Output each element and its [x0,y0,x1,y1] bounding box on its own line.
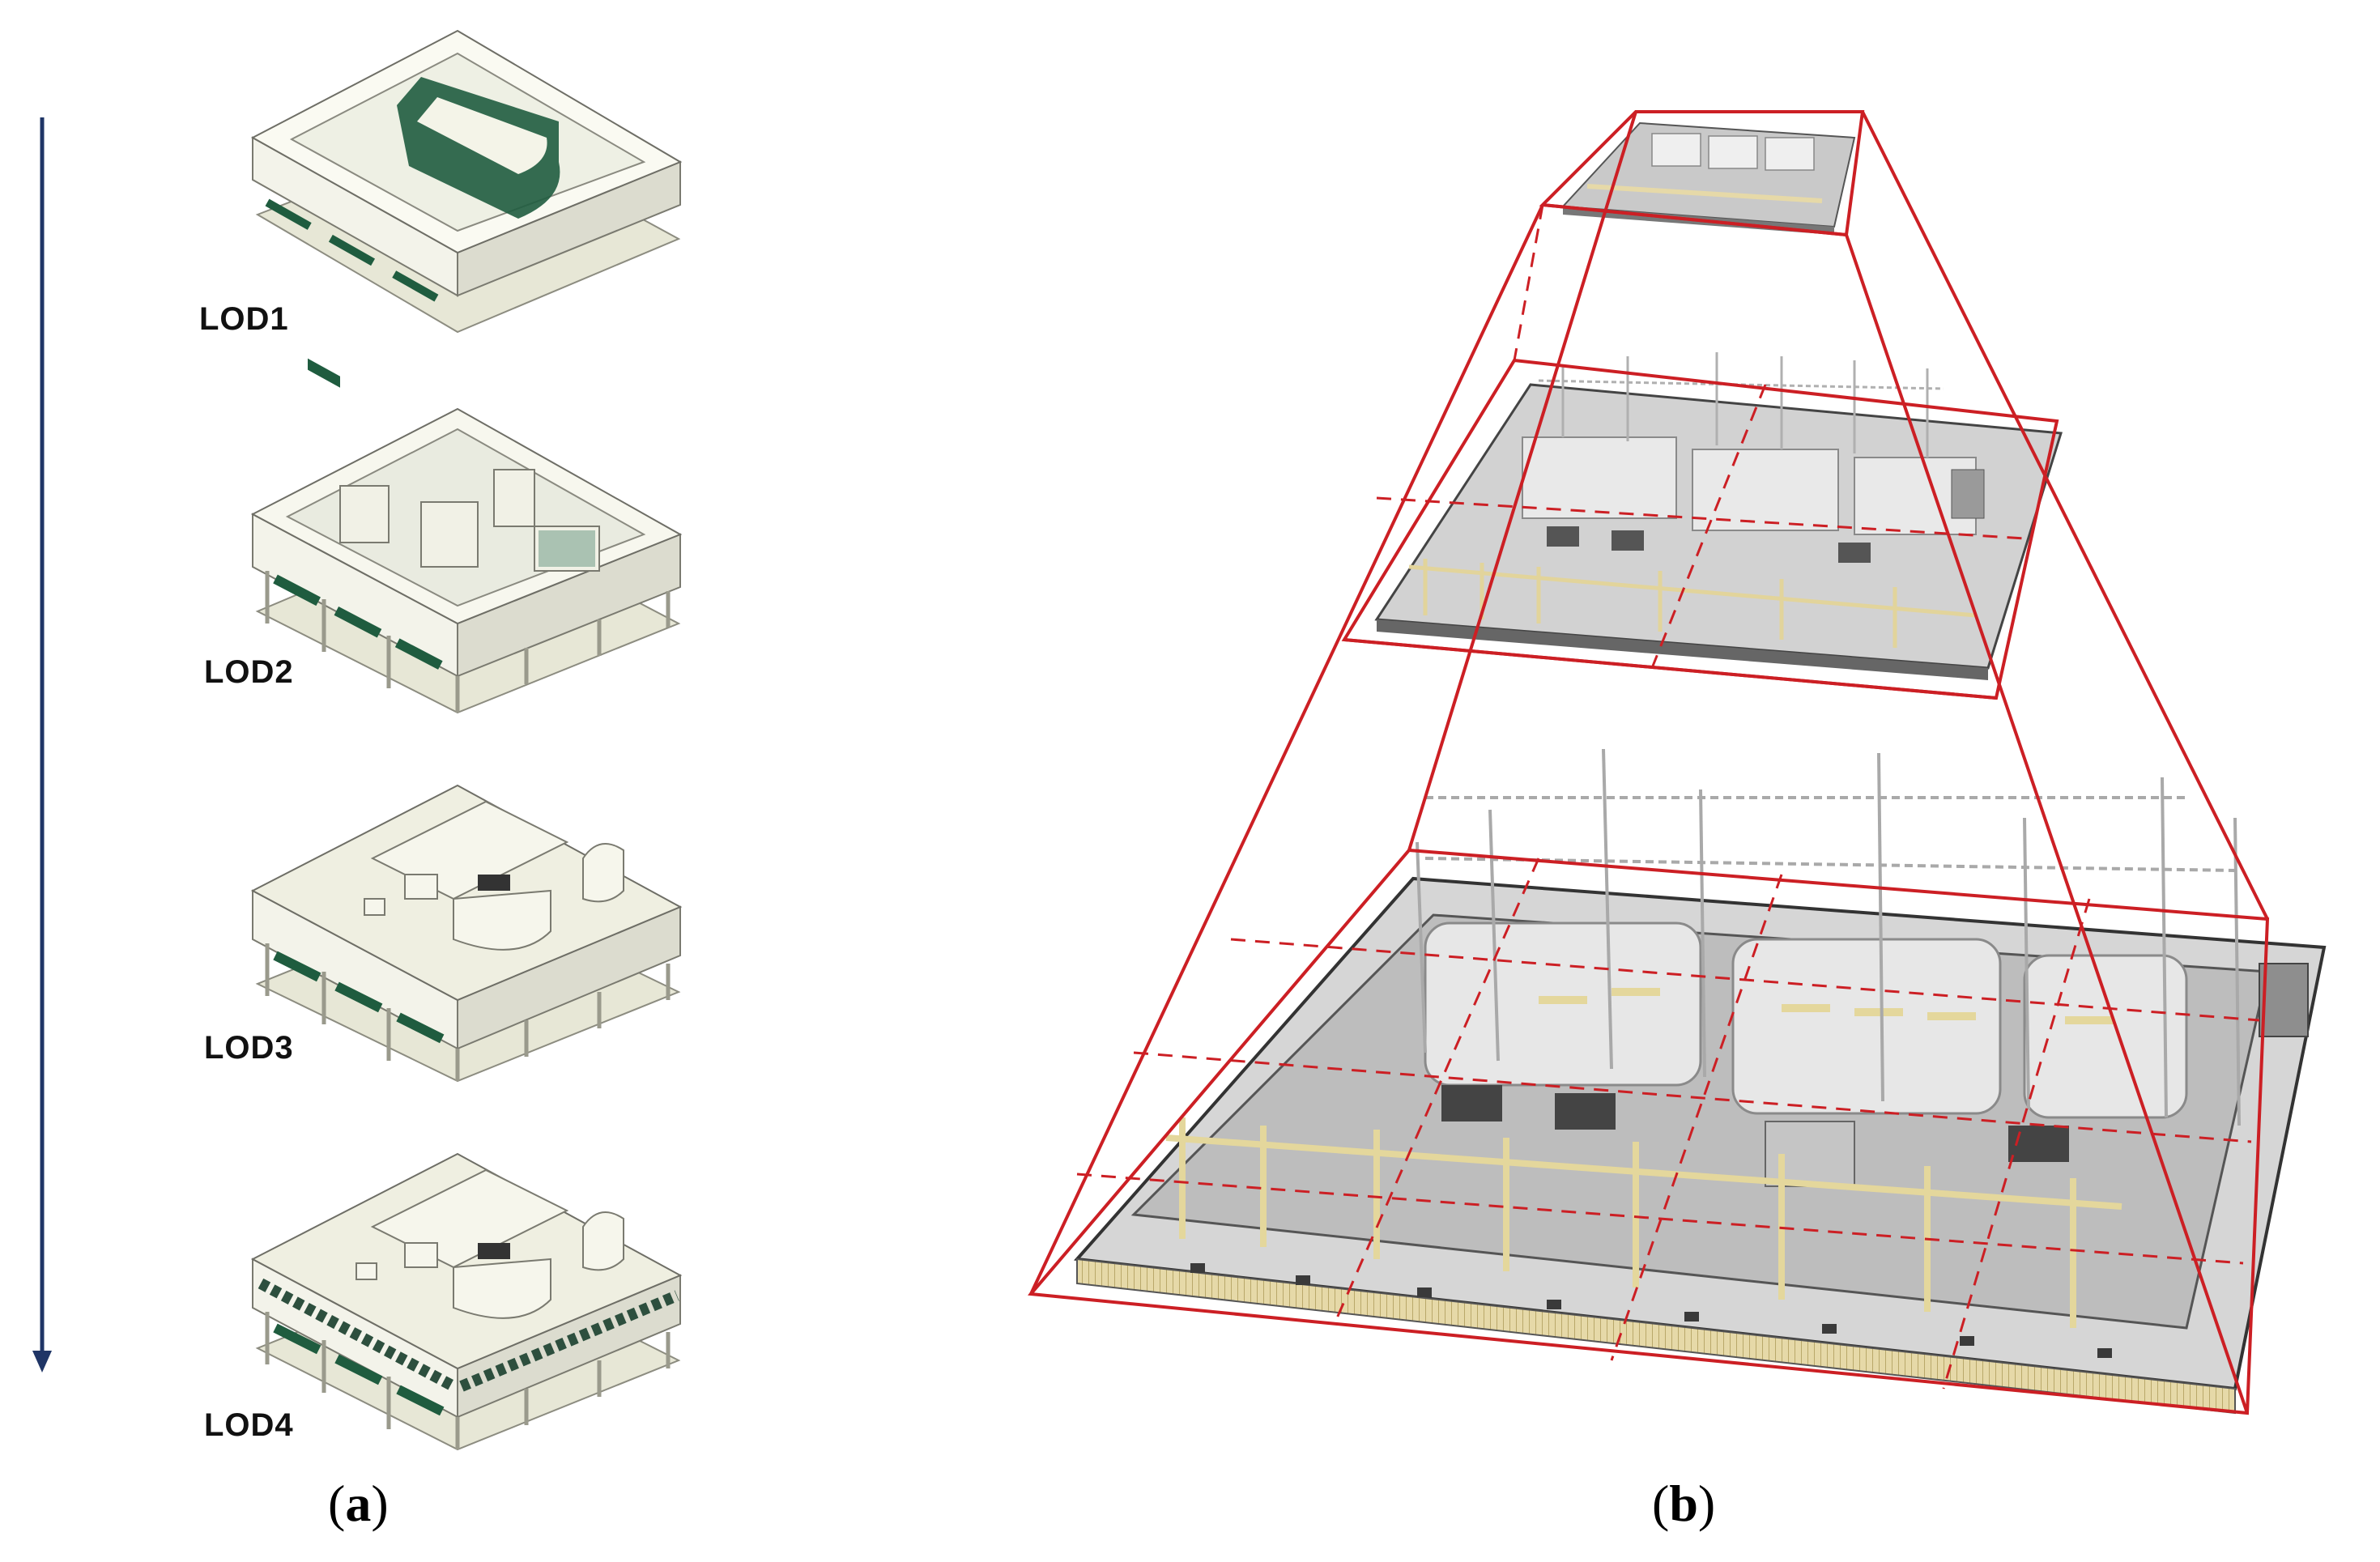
building-lod1 [250,29,683,388]
lod2-label: LOD2 [204,654,294,690]
substation-lod-middle [1374,352,2063,680]
building-lod3 [250,784,683,1083]
panel-a [32,29,683,1451]
progression-arrow [32,117,52,1373]
building-lod2 [250,407,683,714]
panel-b-label: (b) [1652,1475,1716,1532]
panel-b [1027,110,2327,1415]
partition-grid [1029,204,2260,1390]
lod1-label: LOD1 [199,301,289,337]
panel-a-label: (a) [328,1475,389,1532]
substation-lod-bottom [1073,748,2327,1415]
building-lod4 [250,1152,683,1451]
lod3-label: LOD3 [204,1030,294,1066]
pyramid-frame [1027,110,2270,1415]
lod4-label: LOD4 [204,1407,294,1443]
